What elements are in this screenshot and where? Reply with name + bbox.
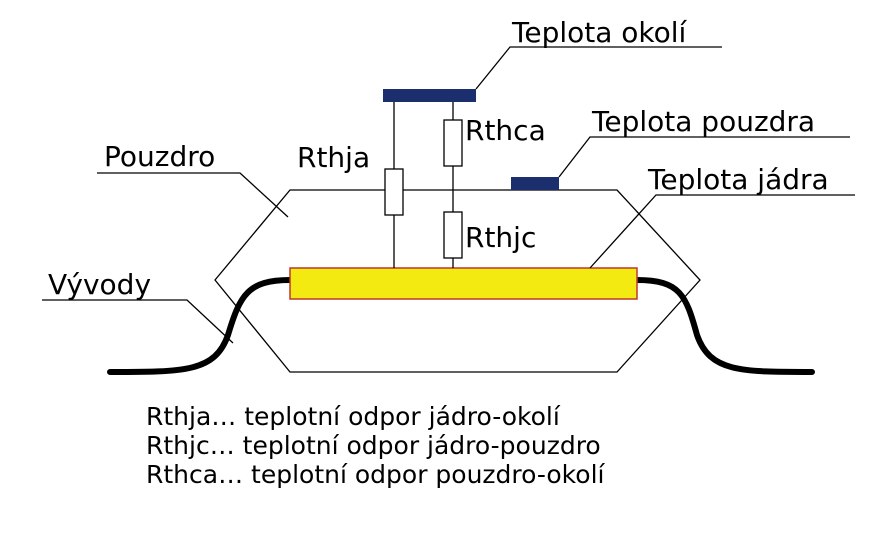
- package-outline: [214, 189, 701, 373]
- vyvody-label: Vývody: [48, 268, 151, 301]
- rthjc-label: Rthjc: [465, 221, 536, 254]
- teplota-okoli-label: Teplota okolí: [511, 16, 688, 49]
- teplota-jadra-leader: [589, 194, 855, 269]
- legend-line-rthjc: Rthjc… teplotní odpor jádro-pouzdro: [146, 431, 601, 460]
- legend-line-rthja: Rthja… teplotní odpor jádro-okolí: [146, 402, 561, 431]
- ambient-temperature-plate: [383, 89, 476, 102]
- legend-line-rthca: Rthca… teplotní odpor pouzdro-okolí: [146, 460, 606, 489]
- rthca-label: Rthca: [465, 114, 546, 147]
- pouzdro-label: Pouzdro: [104, 140, 215, 173]
- teplota-jadra-label: Teplota jádra: [647, 163, 829, 196]
- left-lead: [107, 277, 293, 375]
- rthjc-resistor: [443, 211, 463, 259]
- rthca-resistor: [443, 119, 463, 167]
- case-temperature-plate: [511, 177, 559, 190]
- chip-core: [289, 267, 638, 300]
- rthja-resistor: [384, 168, 404, 216]
- pouzdro-leader: [97, 172, 289, 218]
- teplota-okoli-leader: [475, 46, 722, 90]
- rthja-label: Rthja: [297, 141, 370, 174]
- teplota-pouzdra-leader: [558, 136, 850, 178]
- right-lead: [634, 277, 815, 375]
- teplota-pouzdra-label: Teplota pouzdra: [591, 105, 815, 138]
- vyvody-leader: [42, 299, 234, 344]
